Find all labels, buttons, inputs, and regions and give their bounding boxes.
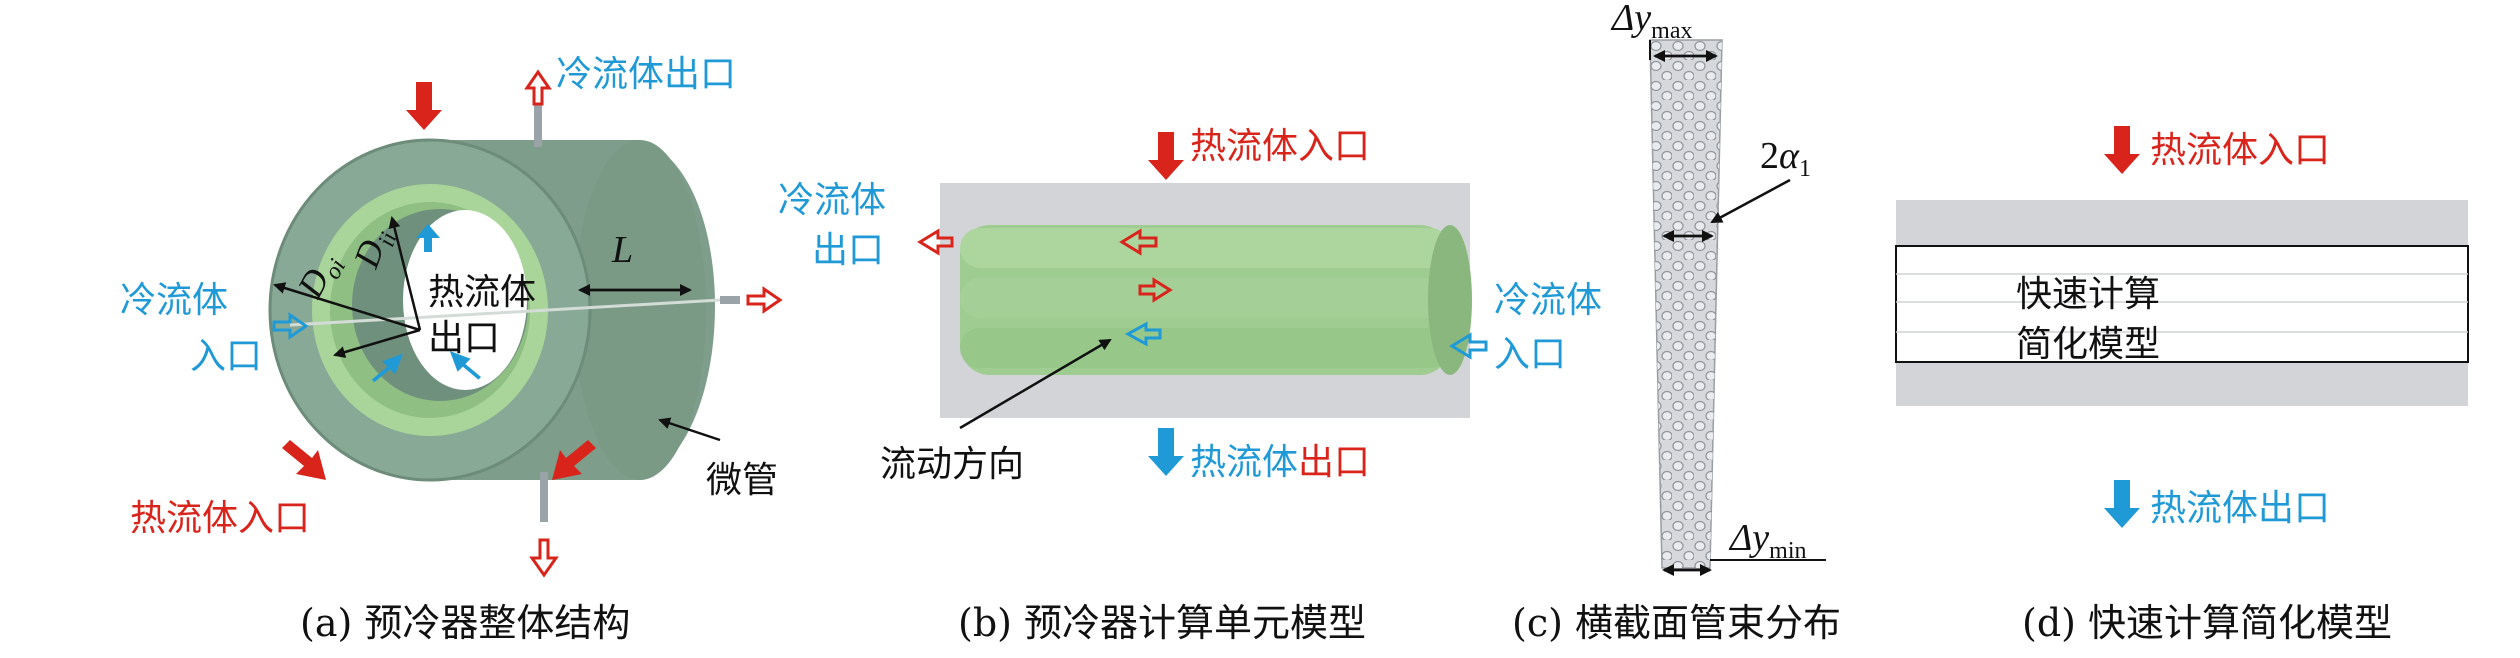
cold-inlet-hollow-arrow-icon — [272, 312, 309, 340]
dim-doi-line-2 — [333, 328, 421, 358]
cold-outlet-hollow-arrow-icon — [917, 228, 954, 256]
dim-doi-label: Doi — [289, 246, 351, 308]
hot-outlet-arrow-icon — [1148, 428, 1184, 476]
bottom-pipe — [540, 472, 548, 522]
microtube-label: 微管 — [706, 460, 778, 501]
dim-doi-line — [273, 282, 421, 332]
hot-inlet-label: 热流体入口 — [130, 498, 310, 539]
caption-a: (a) 预冷器整体结构 — [300, 601, 630, 645]
cold-inlet-label-1: 冷流体 — [1494, 280, 1602, 321]
panel-c: Δymax 2α1 Δymin (c) 横截面管束分布 — [1512, 0, 1841, 645]
model-label-2: 简化模型 — [2016, 324, 2160, 365]
cold-outlet-label-2: 出口 — [812, 230, 884, 271]
flow-hollow-arrow-icon-2 — [1138, 277, 1173, 303]
side-pipe — [720, 296, 740, 304]
cold-inlet-label-2: 入口 — [1494, 334, 1566, 375]
flow-direction-leader — [959, 338, 1112, 430]
caption-c: (c) 横截面管束分布 — [1512, 601, 1841, 645]
hot-inlet-label: 热流体入口 — [1190, 126, 1370, 167]
alpha-leader — [1710, 178, 1791, 224]
caption-d: (d) 快速计算简化模型 — [2022, 601, 2392, 645]
panel-d: 热流体入口 热流体出口 快速计算 简化模型 (d) 快速计算简化模型 — [1895, 126, 2469, 645]
flow-hollow-arrow-icon — [1119, 228, 1158, 256]
hot-inlet-label: 热流体入口 — [2150, 130, 2330, 171]
hot-outlet-label-1: 热流体 — [428, 272, 536, 313]
dy-max-label: Δymax — [1610, 0, 1693, 44]
cold-inlet-label-2: 入口 — [190, 336, 262, 377]
top-pipe — [534, 105, 542, 147]
svg-text:Doi: Doi — [289, 246, 351, 308]
cold-outlet-label-1: 冷流体 — [778, 180, 886, 221]
cold-outlet-side-hollow-arrow-icon — [746, 286, 783, 314]
hot-outlet-label: 热流体出口 — [2150, 488, 2330, 529]
cold-outlet-hollow-arrow-icon — [524, 69, 552, 106]
hot-outlet-arrow-icon — [2104, 480, 2140, 528]
dim-dii-line — [388, 216, 422, 331]
simplified-model-box — [1895, 245, 2469, 363]
hot-outlet-arrow-icon — [371, 224, 481, 383]
hot-outlet-label: 热流体出口 — [1190, 442, 1370, 483]
cold-inlet-hollow-arrow-icon — [1449, 332, 1488, 360]
caption-b: (b) 预冷器计算单元模型 — [958, 601, 1366, 645]
hot-inlet-arrow-icon — [2104, 126, 2140, 174]
hot-inlet-arrow-icon — [1148, 132, 1184, 180]
dy-min-label: Δymin — [1728, 517, 1807, 564]
hot-outlet-label-2: 出口 — [428, 318, 500, 359]
hot-inlet-arrow-icon — [282, 82, 596, 480]
cold-inlet-label-1: 冷流体 — [120, 280, 228, 321]
panel-a: 冷流体出口 冷流体 入口 热流体 出口 热流体入口 微管 L Doi Dii (… — [120, 54, 783, 645]
microtube-leader — [658, 417, 721, 442]
cold-outlet-bottom-hollow-arrow-icon — [529, 538, 559, 578]
dim-L-label: L — [611, 229, 633, 271]
flow-blue-hollow-arrow-icon — [1124, 321, 1162, 347]
tube-bundle — [960, 225, 1472, 375]
flow-direction-label: 流动方向 — [880, 444, 1024, 485]
precooler-shell — [268, 138, 721, 482]
cold-outlet-label: 冷流体出口 — [556, 54, 736, 95]
alpha-label: 2α1 — [1760, 135, 1811, 182]
panel-b: 热流体入口 冷流体 出口 冷流体 入口 流动方向 热流体出口 (b) 预冷器计算… — [778, 126, 1602, 645]
model-label-1: 快速计算 — [2016, 274, 2160, 315]
